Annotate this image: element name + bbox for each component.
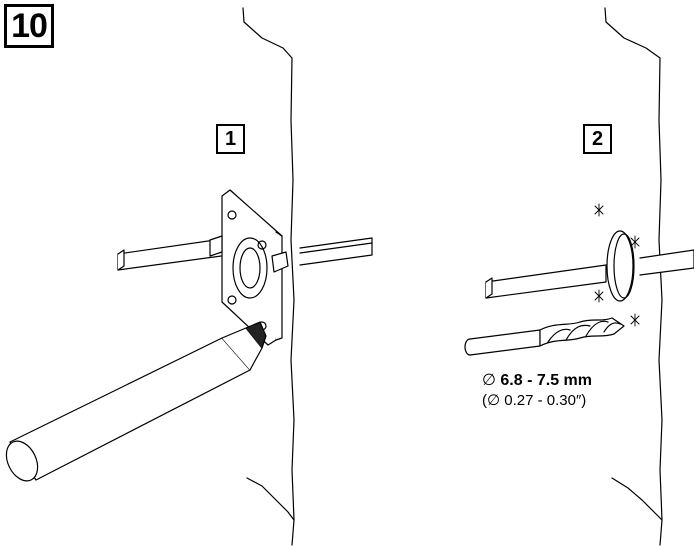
drill-bit <box>464 317 625 356</box>
drill-size-imperial-prefix: (∅ <box>482 392 505 409</box>
rod-right <box>485 249 694 299</box>
sub-step-2-label: 2 <box>583 124 612 154</box>
sub-step-1-label: 1 <box>216 124 245 154</box>
diameter-symbol: ∅ <box>482 372 496 389</box>
step-number-badge: 10 <box>4 4 54 48</box>
drill-size-imperial: (∅ 0.27 - 0.30″) <box>482 391 586 409</box>
drill-size-imperial-suffix: ) <box>581 392 587 409</box>
marker-pen <box>5 321 267 482</box>
drilled-hole <box>606 230 635 302</box>
drill-size-metric-value: 6.8 - 7.5 mm <box>500 372 592 389</box>
wall-panel-left <box>242 7 295 546</box>
drill-size-metric: ∅ 6.8 - 7.5 mm <box>482 370 592 390</box>
wall-panel-right <box>604 7 663 546</box>
drill-size-imperial-value: 0.27 - 0.30″ <box>504 392 582 409</box>
mounting-plate <box>209 189 289 346</box>
drill-marks <box>594 203 640 327</box>
